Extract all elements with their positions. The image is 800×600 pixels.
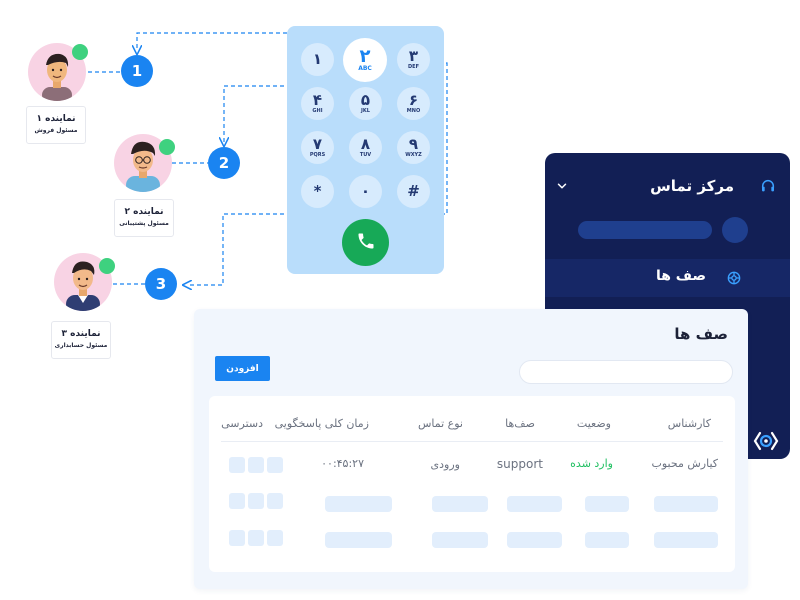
placeholder-square xyxy=(248,530,264,546)
placeholder-square xyxy=(267,530,283,546)
panel-title: مرکز تماس xyxy=(650,177,734,195)
queues-card: صف ها افزودن کارشناس وضعیت صف‌ها نوع تما… xyxy=(194,309,748,589)
key-hash[interactable]: # xyxy=(397,175,430,208)
placeholder-cell xyxy=(507,532,562,548)
online-status-dot xyxy=(72,44,88,60)
placeholder-cell xyxy=(432,532,488,548)
cell-total-time: ۰۰:۴۵:۲۷ xyxy=(321,457,364,470)
key-0[interactable]: ۰ xyxy=(349,175,382,208)
column-header-queues[interactable]: صف‌ها xyxy=(505,417,535,430)
column-header-total-time[interactable]: زمان کلی پاسخگویی xyxy=(274,417,369,430)
agent-name: نماینده ۲ xyxy=(124,207,164,217)
cell-call-type: ورودی xyxy=(430,458,460,471)
cell-queue: support xyxy=(496,457,543,471)
cell-agent: کیارش محبوب xyxy=(651,457,719,470)
placeholder-cell xyxy=(585,532,629,548)
placeholder-square xyxy=(229,493,245,509)
access-checkbox[interactable] xyxy=(267,457,283,473)
placeholder-cell xyxy=(432,496,488,512)
step-badge-2: 2 xyxy=(208,147,240,179)
call-button[interactable] xyxy=(342,219,389,266)
key-1[interactable]: ۱ xyxy=(301,43,334,76)
placeholder-square xyxy=(248,493,264,509)
menu-item-queues[interactable]: صف ها xyxy=(545,259,790,297)
header-divider xyxy=(221,441,723,442)
step-badge-3: 3 xyxy=(145,268,177,300)
placeholder-cell xyxy=(654,532,718,548)
agent-name: نماینده ۳ xyxy=(61,329,101,339)
add-button[interactable]: افزودن xyxy=(215,356,270,381)
placeholder-cell xyxy=(654,496,718,512)
menu-item-label: صف ها xyxy=(655,268,706,284)
access-checkbox[interactable] xyxy=(248,457,264,473)
contact-center-panel: مرکز تماس صف ها xyxy=(545,153,790,459)
agent-role: مسئول فروش xyxy=(34,127,78,134)
phone-icon xyxy=(356,231,376,255)
queue-icon xyxy=(726,270,742,290)
online-status-dot xyxy=(159,139,175,155)
cell-status: وارد شده xyxy=(570,457,613,470)
agent-card: نماینده ۳ مسئول حسابداری xyxy=(51,321,111,359)
column-header-access[interactable]: دسترسی xyxy=(221,417,263,430)
placeholder-square xyxy=(229,530,245,546)
agent-card: نماینده ۲ مسئول پشتیبانی xyxy=(114,199,174,237)
step-badge-1: 1 xyxy=(121,55,153,87)
access-checkbox[interactable] xyxy=(229,457,245,473)
agent-card: نماینده ۱ مسئول فروش xyxy=(26,106,86,144)
panel-header: مرکز تماس xyxy=(545,175,790,197)
placeholder-cell xyxy=(325,532,392,548)
column-header-agent[interactable]: کارشناس xyxy=(667,417,711,430)
headset-icon xyxy=(760,178,776,198)
agent-name: نماینده ۱ xyxy=(36,114,76,124)
panel-search-bar[interactable] xyxy=(578,221,712,239)
queues-table: کارشناس وضعیت صف‌ها نوع تماس زمان کلی پا… xyxy=(209,396,735,572)
agent-role: مسئول حسابداری xyxy=(54,342,108,349)
placeholder-cell xyxy=(507,496,562,512)
panel-avatar-placeholder xyxy=(722,217,748,243)
page-title: صف ها xyxy=(674,325,728,343)
placeholder-square xyxy=(267,493,283,509)
placeholder-cell xyxy=(585,496,629,512)
key-star[interactable]: * xyxy=(301,175,334,208)
agent-role: مسئول پشتیبانی xyxy=(119,220,169,227)
online-status-dot xyxy=(99,258,115,274)
search-input[interactable] xyxy=(519,360,733,384)
column-header-status[interactable]: وضعیت xyxy=(576,417,611,430)
chevron-down-icon[interactable] xyxy=(555,178,569,197)
logo-icon xyxy=(752,430,780,456)
placeholder-cell xyxy=(325,496,392,512)
column-header-call-type[interactable]: نوع تماس xyxy=(417,417,463,430)
